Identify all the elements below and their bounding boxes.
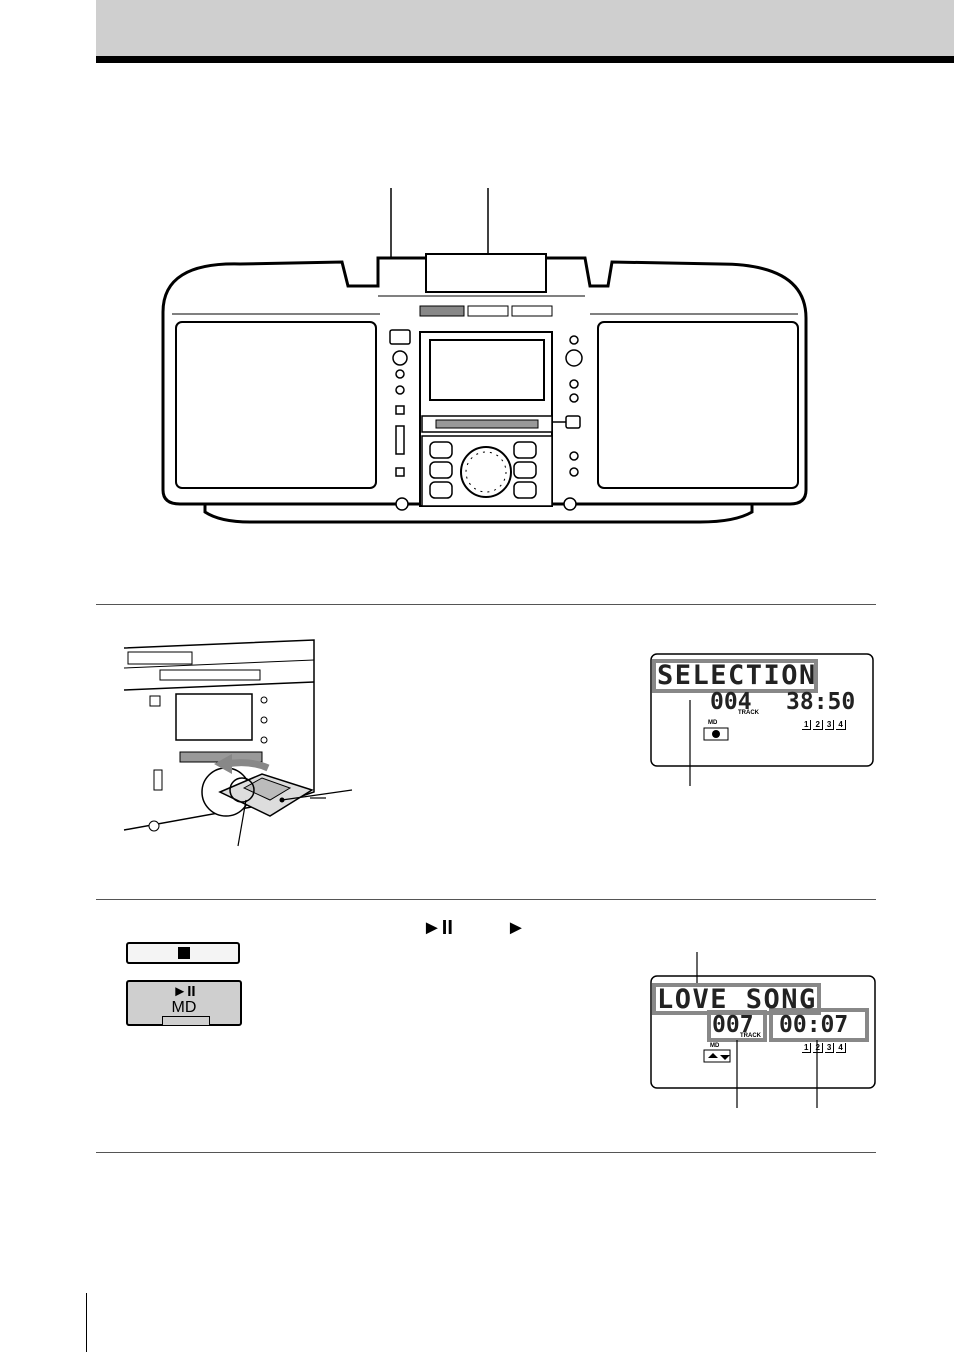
section-divider-1: [96, 604, 876, 605]
page-header-band: [96, 0, 954, 56]
lcd-display-1-segments: 1 2 3 4: [802, 720, 846, 730]
lcd-segment: 1: [802, 720, 812, 730]
lcd-segment: 3: [824, 720, 835, 730]
lcd-segment: 4: [836, 720, 846, 730]
lcd-segment: 2: [813, 720, 823, 730]
stop-button[interactable]: [126, 942, 240, 964]
lcd-display-1-track-number: 004: [710, 689, 752, 715]
play-pause-icon: ►II: [172, 983, 196, 1000]
stereo-illustration: [161, 188, 808, 524]
lcd-display-2-title: LOVE SONG: [657, 984, 817, 1015]
stop-icon: [178, 947, 190, 959]
md-insert-illustration: [123, 639, 353, 847]
lcd-display-1-track-label: TRACK: [738, 710, 759, 716]
lcd-display-2-md-label: MD: [710, 1043, 720, 1049]
margin-rule: [86, 1293, 87, 1352]
lcd-display-2-track-number: 007: [712, 1012, 754, 1038]
section-divider-3: [96, 1152, 876, 1153]
button-tab: [162, 1016, 210, 1025]
lcd-segment: 4: [836, 1043, 846, 1053]
play-pause-glyph: ►II: [422, 917, 453, 939]
lcd-display-1-md-label: MD: [708, 720, 718, 726]
lcd-segment: 2: [813, 1043, 823, 1053]
lcd-segment: 1: [802, 1043, 812, 1053]
section-divider-2: [96, 899, 876, 900]
lcd-display-2-segments: 1 2 3 4: [802, 1043, 846, 1053]
md-play-pause-button[interactable]: ►II MD: [126, 980, 242, 1026]
page-header-rule: [96, 56, 954, 63]
lcd-display-1-time: 38:50: [786, 689, 856, 715]
play-glyph: ►: [506, 917, 526, 939]
lcd-display-2-track-label: TRACK: [740, 1033, 761, 1039]
lcd-display-2-time: 00:07: [779, 1012, 849, 1038]
lcd-segment: 3: [824, 1043, 835, 1053]
lcd-display-love-song: [650, 952, 876, 1108]
lcd-display-selection: [650, 653, 874, 786]
md-button-label: MD: [171, 999, 197, 1016]
lcd-display-1-title: SELECTION: [657, 660, 817, 691]
